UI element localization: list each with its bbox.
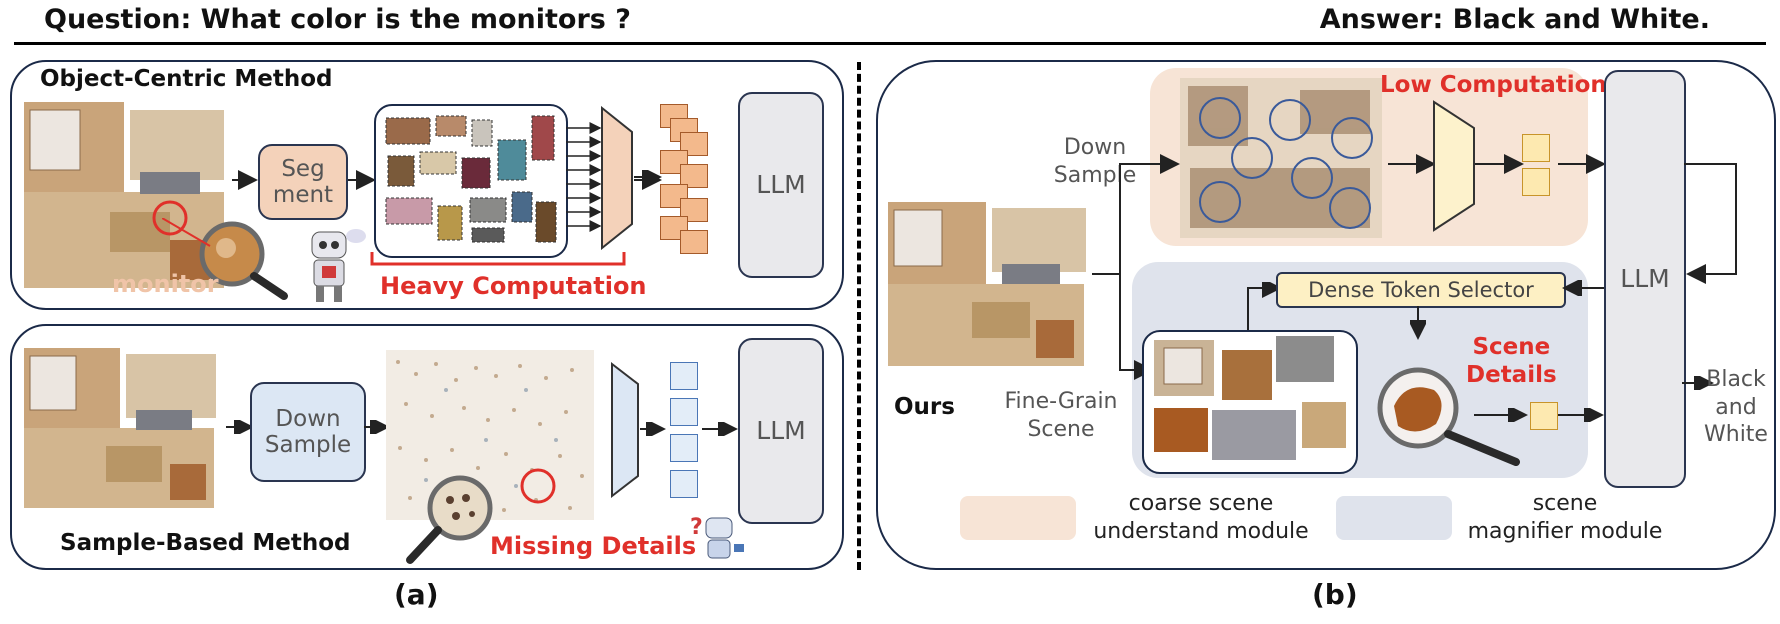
caption-a: (a) bbox=[394, 578, 439, 611]
magnifier-link-line bbox=[161, 217, 212, 248]
panel-divider bbox=[857, 62, 861, 570]
dense-token-selector: Dense Token Selector bbox=[1276, 272, 1566, 308]
floorplan-image-2 bbox=[20, 346, 220, 512]
detail-token bbox=[1530, 402, 1558, 430]
sparse-point-cloud bbox=[386, 350, 594, 520]
magnifier-icon bbox=[196, 220, 292, 302]
coarse-token-2 bbox=[1522, 168, 1550, 196]
caption-b: (b) bbox=[1312, 578, 1358, 611]
legend-text-magnifier: scene magnifier module bbox=[1467, 491, 1663, 544]
encoder-sample-based bbox=[611, 362, 639, 498]
encoder-object-centric bbox=[601, 106, 633, 250]
output-answer: Black and White bbox=[1704, 367, 1768, 447]
fine-grain-crops bbox=[1142, 330, 1358, 474]
arrow-to-points bbox=[364, 420, 390, 434]
llm-box-a1: LLM bbox=[738, 92, 824, 278]
magnifier-icon-ours bbox=[1376, 366, 1524, 466]
ours-label: Ours bbox=[894, 394, 955, 420]
branch-arrows bbox=[1092, 154, 1180, 380]
coarse-token-1 bbox=[1522, 134, 1550, 162]
floorplan-image bbox=[20, 100, 228, 293]
arrow-to-tokens-a1 bbox=[634, 170, 662, 184]
legend-swatch-magnifier bbox=[1336, 496, 1452, 540]
arrow-llm-to-selector bbox=[1562, 280, 1604, 296]
arrow-to-tokens-a2 bbox=[640, 422, 666, 436]
fine-grain-label: Fine-Grain Scene bbox=[1004, 389, 1118, 442]
confused-robot-icon: ? bbox=[688, 512, 748, 566]
scene-details-label: Scene Details bbox=[1466, 334, 1557, 388]
segment-box: Seg ment bbox=[258, 144, 348, 220]
svg-text:?: ? bbox=[690, 515, 703, 540]
arrows-coarse-path bbox=[1388, 154, 1606, 174]
llm-box-b: LLM bbox=[1604, 70, 1686, 488]
arrow-to-detail-token bbox=[1474, 408, 1528, 422]
down-sample-label-b: Down Sample bbox=[1053, 135, 1137, 188]
magnifier-icon-2 bbox=[404, 470, 500, 566]
down-sample-box: Down Sample bbox=[250, 382, 366, 482]
arrow-crops-to-selector bbox=[1247, 282, 1282, 330]
legend-text-coarse: coarse scene understand module bbox=[1093, 491, 1309, 544]
arrow-detail-to-llm bbox=[1558, 408, 1604, 422]
missing-details-label: Missing Details bbox=[490, 532, 697, 560]
ours-floorplan bbox=[884, 200, 1090, 370]
sample-tokens bbox=[670, 362, 700, 498]
arrow-to-down-sample bbox=[226, 420, 254, 434]
dense-point-cloud bbox=[1180, 78, 1382, 238]
object-centric-title: Object-Centric Method bbox=[40, 66, 333, 92]
heavy-bracket bbox=[370, 252, 626, 266]
header-rule bbox=[14, 42, 1766, 45]
answer-text: Answer: Black and White. bbox=[1319, 4, 1710, 35]
object-tokens bbox=[660, 104, 712, 256]
heavy-computation-label: Heavy Computation bbox=[380, 272, 647, 300]
monitor-label: monitor bbox=[112, 270, 219, 298]
question-text: Question: What color is the monitors ? bbox=[44, 4, 631, 35]
encoder-coarse bbox=[1433, 100, 1475, 232]
arrow-selector-down bbox=[1410, 306, 1426, 340]
llm-box-a2: LLM bbox=[738, 338, 824, 524]
low-computation-label: Low Computation bbox=[1380, 72, 1607, 98]
sample-based-title: Sample-Based Method bbox=[60, 530, 351, 556]
legend-swatch-coarse bbox=[960, 496, 1076, 540]
arrow-to-llm-a2 bbox=[702, 422, 738, 436]
feedback-loop-arrow bbox=[1684, 163, 1737, 284]
robot-icon bbox=[300, 226, 370, 304]
segmented-objects bbox=[374, 104, 568, 258]
arrow-llm-output bbox=[1682, 376, 1714, 390]
object-token-arrows bbox=[566, 122, 602, 232]
